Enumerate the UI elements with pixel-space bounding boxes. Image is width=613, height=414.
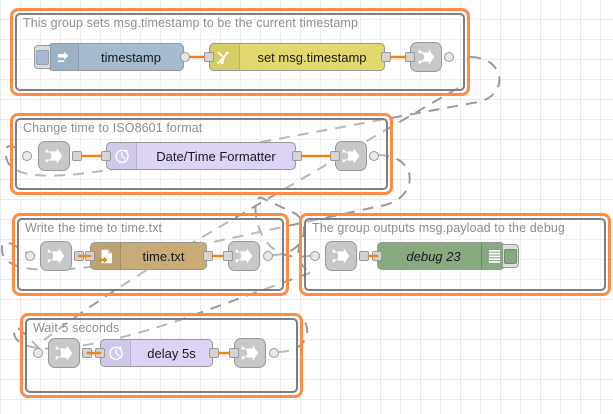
- debug-lines-icon: [484, 249, 504, 264]
- group-label-writefile: Write the time to time.txt: [25, 221, 163, 235]
- link-out-4-output-port[interactable]: [269, 348, 279, 358]
- inject-output-port[interactable]: [180, 52, 190, 62]
- change-node-label: set msg.timestamp: [257, 49, 367, 65]
- node-debug[interactable]: debug 23: [377, 242, 519, 270]
- debug-input-port[interactable]: [372, 251, 382, 261]
- inject-trigger-button[interactable]: [34, 45, 51, 69]
- link-in-4-input-port[interactable]: [33, 348, 43, 358]
- link-in-1-output-port[interactable]: [72, 151, 82, 161]
- debug-enable-toggle-button[interactable]: [502, 244, 519, 268]
- link-out-icon: [416, 49, 435, 65]
- inject-trigger-square-icon: [36, 49, 49, 65]
- debug-node-label: debug 23: [406, 248, 461, 264]
- delay-output-port[interactable]: [209, 348, 219, 358]
- node-link-in-1[interactable]: [38, 141, 70, 171]
- link-out-3-input-port[interactable]: [223, 251, 233, 261]
- change-input-port[interactable]: [204, 52, 214, 62]
- node-link-in-4[interactable]: [48, 338, 80, 368]
- delay-input-port[interactable]: [95, 348, 105, 358]
- group-label-debug: The group outputs msg.payload to the deb…: [312, 221, 565, 235]
- file-node-label: time.txt: [142, 248, 185, 264]
- group-label-timestamp: This group sets msg.timestamp to be the …: [23, 16, 358, 30]
- clock-icon: [101, 340, 131, 366]
- link-in-icon: [45, 248, 65, 264]
- debug-toggle-square-icon: [504, 248, 517, 264]
- link-in-2-output-port[interactable]: [74, 251, 84, 261]
- link-out-3-output-port[interactable]: [263, 251, 273, 261]
- node-link-in-2[interactable]: [40, 241, 72, 271]
- node-file-write[interactable]: time.txt: [90, 242, 207, 270]
- file-input-port[interactable]: [85, 251, 95, 261]
- change-output-port[interactable]: [381, 52, 391, 62]
- link-out-icon: [340, 148, 360, 164]
- link-in-icon: [53, 345, 73, 361]
- inject-node-label: timestamp: [101, 49, 161, 65]
- link-in-icon: [43, 148, 63, 164]
- link-out-2-input-port[interactable]: [330, 151, 340, 161]
- datetime-node-label: Date/Time Formatter: [156, 148, 276, 164]
- link-out-icon: [233, 248, 253, 264]
- node-delay[interactable]: delay 5s: [100, 339, 213, 367]
- link-in-2-input-port[interactable]: [25, 251, 35, 261]
- inject-arrow-icon: [49, 44, 79, 70]
- file-write-icon: [91, 243, 121, 269]
- node-inject-timestamp[interactable]: timestamp: [34, 43, 184, 71]
- node-change-set-timestamp[interactable]: set msg.timestamp: [209, 43, 385, 71]
- link-in-3-input-port[interactable]: [310, 251, 320, 261]
- link-in-icon: [330, 248, 350, 264]
- link-out-1-input-port[interactable]: [405, 52, 415, 62]
- link-out-1-output-port[interactable]: [444, 52, 454, 62]
- change-shuffle-icon: [210, 44, 240, 70]
- link-in-1-input-port[interactable]: [22, 151, 32, 161]
- clock-icon: [107, 143, 137, 169]
- link-in-4-output-port[interactable]: [82, 348, 92, 358]
- node-datetime-formatter[interactable]: Date/Time Formatter: [106, 142, 296, 170]
- delay-node-label: delay 5s: [147, 345, 196, 361]
- link-out-icon: [239, 345, 259, 361]
- group-label-wait: Wait 5 seconds: [33, 321, 120, 335]
- link-out-4-input-port[interactable]: [229, 348, 239, 358]
- datetime-input-port[interactable]: [101, 151, 111, 161]
- debug-separator: [481, 243, 482, 269]
- datetime-output-port[interactable]: [292, 151, 302, 161]
- group-label-iso8601: Change time to ISO8601 format: [23, 121, 203, 135]
- node-link-in-3[interactable]: [325, 241, 357, 271]
- link-in-3-output-port[interactable]: [359, 251, 369, 261]
- link-out-2-output-port[interactable]: [369, 151, 379, 161]
- file-output-port[interactable]: [203, 251, 213, 261]
